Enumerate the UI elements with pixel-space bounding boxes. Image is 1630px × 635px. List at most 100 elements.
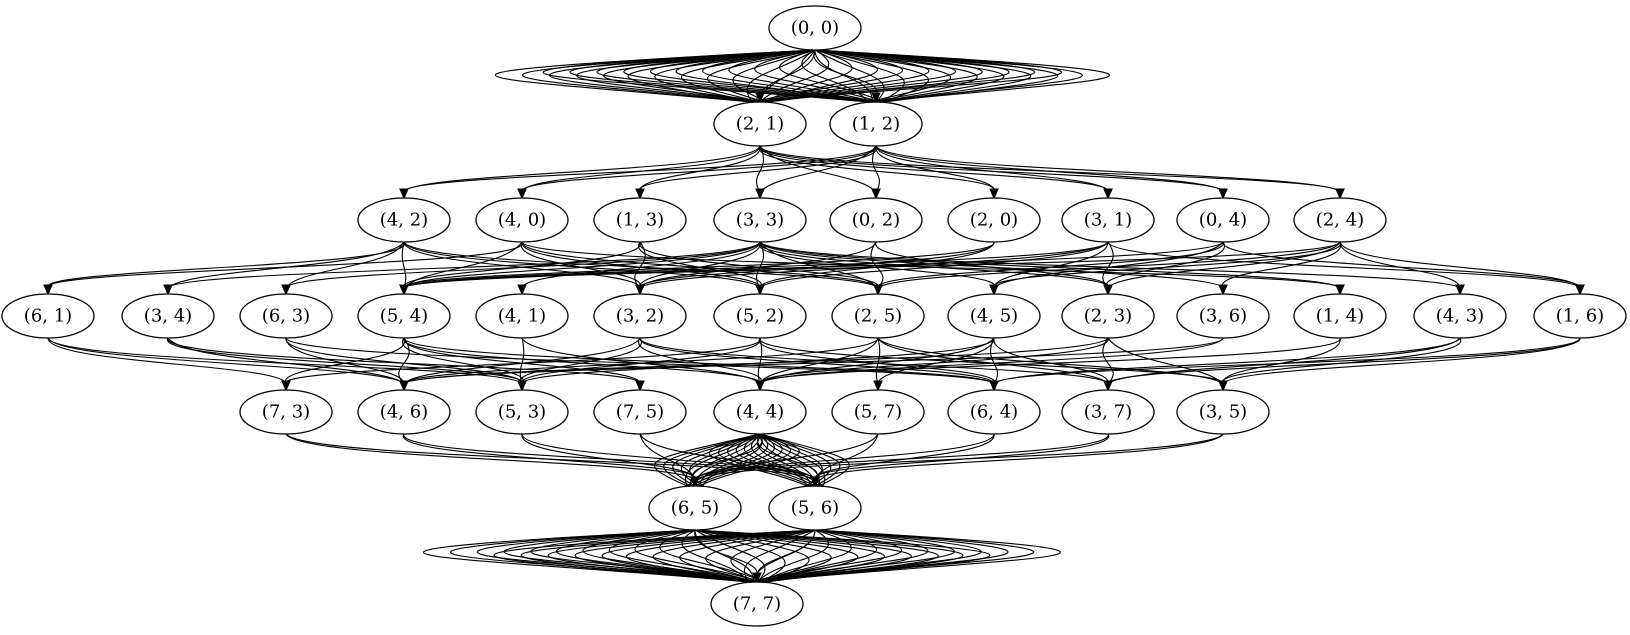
fan-edge-n00-n12 [569,49,873,103]
graph-node: (0, 2) [829,197,923,243]
graph-node: (1, 2) [829,101,923,147]
edge-n24-n45 [993,241,1341,289]
node-label: (3, 2) [616,306,664,327]
graph-node: (2, 1) [713,101,807,147]
fan-edge-n56-n77 [743,529,816,583]
fan-edge-n00-n12 [542,49,869,103]
arrowhead-n54-n75 [635,380,645,392]
node-ellipse [831,293,925,339]
node-label: (5, 2) [736,306,784,327]
arrowhead-n24-n23 [1103,284,1113,296]
arrowhead-n31-n32 [635,284,645,296]
arrowhead-n24-n43 [1455,284,1465,296]
edge-n16-n37 [1107,337,1581,385]
node-label: (3, 7) [1084,402,1132,423]
arrowhead-n12-n04 [1218,188,1228,200]
edge-n54-n46 [398,337,410,385]
fan-edge-n00-n12 [702,49,873,103]
graph-node: (4, 1) [475,293,569,339]
node-ellipse [713,101,807,147]
edge-n37-n65 [694,433,1109,481]
edge-n24-n54 [403,241,1341,289]
edge-n40-n61 [47,241,523,289]
node-label: (4, 0) [498,210,546,231]
edge-n45-n37 [993,337,1109,385]
arrowhead-n33-n41 [517,284,527,296]
node-label: (6, 5) [671,498,719,519]
fan-edge-n65-n77 [422,529,750,583]
graph-node: (4, 0) [475,197,569,243]
fan-edge-n00-n12 [675,49,869,103]
node-ellipse [831,389,925,435]
fan-edge-n00-n12 [801,49,869,103]
node-ellipse [947,293,1041,339]
arrowhead-n12-n20 [989,188,999,200]
fan-edge-n56-n77 [626,529,816,583]
node-label: (3, 3) [736,210,784,231]
edge-n21-n40 [521,145,761,193]
arrowhead-n33-n34 [163,284,173,296]
node-label: (0, 0) [791,18,839,39]
arrowhead-n16-n64 [989,380,999,392]
node-label: (2, 5) [854,306,902,327]
edge-n24-n23 [1107,241,1341,289]
arrowhead-n24-n25 [873,284,883,296]
edge-n32-n44 [638,337,762,385]
graph-node: (5, 7) [831,389,925,435]
fan-edge-n44-n56 [759,433,841,487]
graph-node: (3, 6) [1176,293,1270,339]
edge-n21-n20 [758,145,996,193]
fan-edge-n00-n21 [759,49,956,103]
node-label: (4, 4) [736,402,784,423]
fan-edge-n56-n77 [652,529,816,583]
edge-n42-n63 [285,241,405,289]
arrowhead-n12-n40 [517,188,527,200]
edge-n21-n24 [759,145,1341,193]
fan-edge-n65-n77 [556,529,750,583]
fan-edge-n00-n12 [623,49,881,103]
node-ellipse [1176,389,1270,435]
fan-edge-n00-n21 [755,49,816,103]
edge-n20-n54 [403,241,995,289]
fan-edge-n65-n77 [694,529,912,583]
node-layer: (0, 0)(2, 1)(1, 2)(4, 2)(4, 0)(1, 3)(3, … [1,5,1627,627]
graph-node: (3, 4) [121,293,215,339]
edge-n31-n52 [759,241,1109,289]
node-label: (3, 1) [1084,210,1132,231]
graph-node: (3, 2) [593,293,687,339]
node-ellipse [593,197,687,243]
edge-n12-n42 [403,145,877,193]
node-ellipse [713,389,807,435]
edge-n21-n42 [403,145,761,193]
fan-edge-n00-n21 [732,49,816,103]
fan-edge-n00-n12 [728,49,877,103]
graph-node: (3, 1) [1061,197,1155,243]
fan-edge-n44-n56 [759,433,850,487]
node-label: (7, 3) [262,402,310,423]
fan-edge-n00-n12 [754,49,881,103]
graph-node: (2, 0) [947,197,1041,243]
node-ellipse [1176,197,1270,243]
fan-edge-n56-n77 [730,529,816,583]
graph-node: (3, 3) [713,197,807,243]
node-ellipse [1533,293,1627,339]
arrowhead-n52-n73 [281,380,291,392]
edge-layer [43,49,1585,584]
node-label: (7, 7) [733,594,781,615]
arrowhead-n14-n44 [755,380,765,392]
fan-edge-n56-n77 [756,529,829,583]
node-label: (3, 6) [1199,306,1247,327]
arrowhead-n36-n46 [399,380,409,392]
node-ellipse [1061,293,1155,339]
node-ellipse [1176,293,1270,339]
fan-edge-n44-n56 [743,433,824,487]
fan-edge-n44-n56 [759,433,826,487]
edge-n23-n35 [1107,337,1224,385]
edge-n37-n56 [814,433,1109,481]
graph-node: (4, 6) [357,389,451,435]
edge-n12-n02 [871,145,881,193]
edge-n23-n44 [759,337,1109,385]
node-ellipse [357,197,451,243]
edge-n12-n33 [759,145,877,193]
edge-n54-n73 [285,337,405,385]
